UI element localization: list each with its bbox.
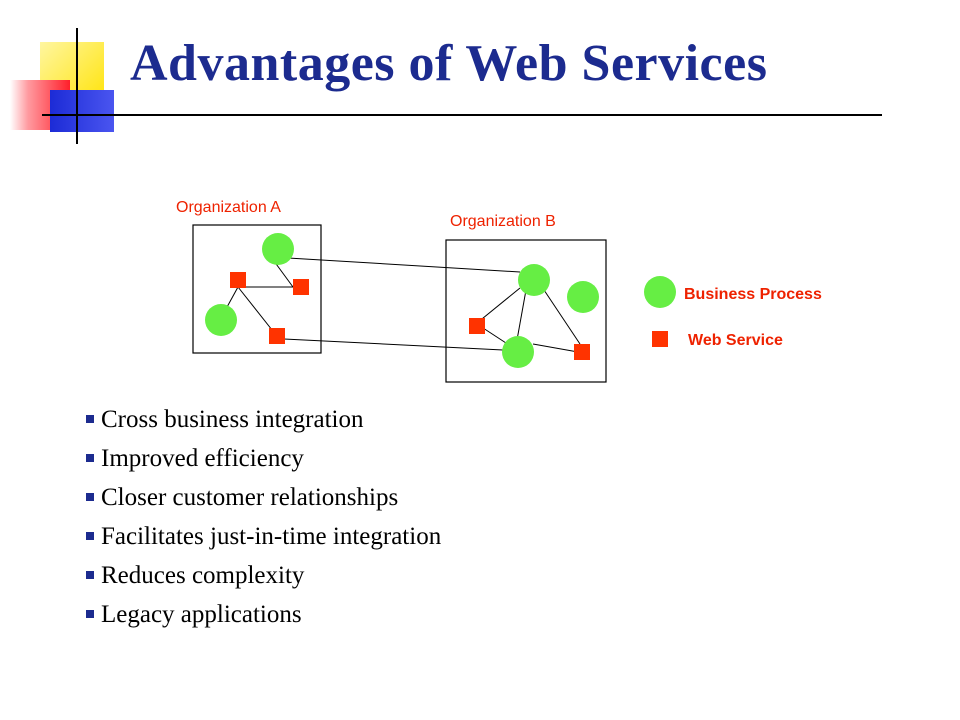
decor-vertical-line <box>76 28 78 144</box>
list-item: Cross business integration <box>80 400 441 439</box>
web-service-node <box>230 272 246 288</box>
connection-line <box>532 343 579 353</box>
advantages-list: Cross business integration Improved effi… <box>80 400 441 634</box>
connection-line <box>543 289 581 345</box>
connection-line <box>237 286 277 336</box>
organization-a-label: Organization A <box>176 199 281 216</box>
decor-blue-square <box>50 90 114 132</box>
cross-org-connection <box>287 257 521 273</box>
cross-org-connection <box>283 338 504 351</box>
list-item: Legacy applications <box>80 595 441 634</box>
bullet-square-icon <box>86 454 94 462</box>
list-item-text: Cross business integration <box>101 406 364 433</box>
list-item: Facilitates just-in-time integration <box>80 517 441 556</box>
web-service-node <box>574 344 590 360</box>
list-item-text: Closer customer relationships <box>101 484 399 511</box>
business-process-node <box>518 264 550 296</box>
web-services-diagram: Organization A Organization B Business P… <box>176 199 822 383</box>
list-item: Closer customer relationships <box>80 478 441 517</box>
legend-business-process-icon <box>644 276 676 308</box>
page-title: Advantages of Web Services <box>130 35 768 92</box>
web-service-node <box>469 318 485 334</box>
organization-a-box <box>192 224 322 354</box>
organization-b-label: Organization B <box>450 213 556 230</box>
list-item: Reduces complexity <box>80 556 441 595</box>
web-service-node <box>293 279 309 295</box>
bullet-square-icon <box>86 415 94 423</box>
business-process-node <box>567 281 599 313</box>
bullet-square-icon <box>86 532 94 540</box>
bullet-square-icon <box>86 571 94 579</box>
bullet-square-icon <box>86 610 94 618</box>
list-item-text: Legacy applications <box>101 601 302 628</box>
legend-business-process-label: Business Process <box>684 286 822 303</box>
business-process-node <box>502 336 534 368</box>
connection-line <box>516 289 527 341</box>
list-item-text: Reduces complexity <box>101 562 305 589</box>
list-item-text: Facilitates just-in-time integration <box>101 523 442 550</box>
organization-b-box <box>445 239 607 383</box>
legend-web-service-icon <box>652 331 668 347</box>
legend-web-service-label: Web Service <box>688 332 783 349</box>
bullet-square-icon <box>86 493 94 501</box>
title-underline <box>42 114 882 116</box>
list-item: Improved efficiency <box>80 439 441 478</box>
business-process-node <box>262 233 294 265</box>
list-item-text: Improved efficiency <box>101 445 304 472</box>
connection-line <box>476 287 521 324</box>
business-process-node <box>205 304 237 336</box>
web-service-node <box>269 328 285 344</box>
